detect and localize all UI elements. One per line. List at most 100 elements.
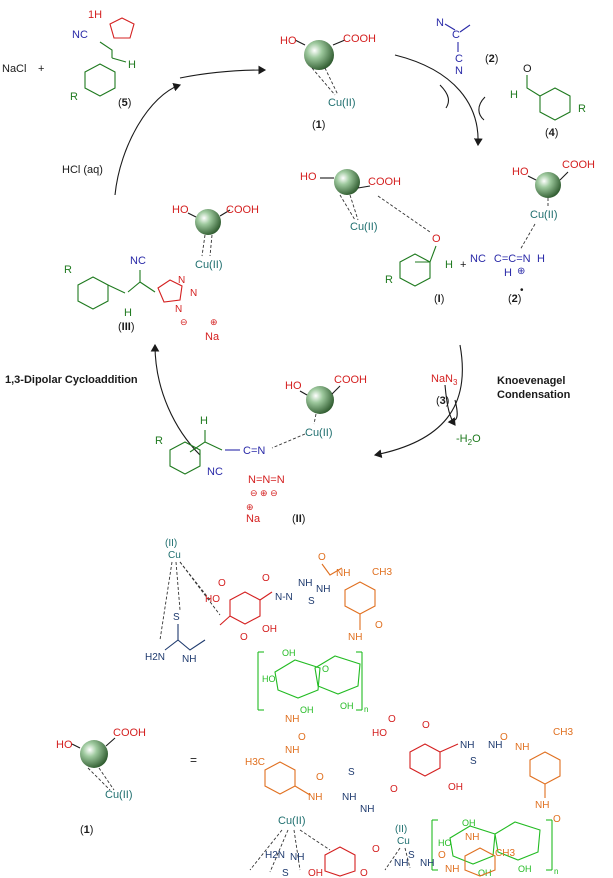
p5-label: (5) [118, 97, 131, 109]
svg-text:NCC=C=N: NCC=C=N [470, 253, 531, 265]
svg-text:(II): (II) [165, 538, 177, 549]
svg-text:O: O [360, 868, 368, 878]
svg-text:OH: OH [262, 624, 277, 635]
svg-text:O: O [390, 784, 398, 795]
knoev-line1: Knoevenagel [497, 375, 565, 387]
svg-text:R: R [70, 91, 78, 103]
water-label: -H2O [456, 433, 481, 447]
r2-label: (2) [485, 53, 498, 65]
r2-n1: N [436, 17, 444, 29]
r3-label: (3) [436, 395, 449, 407]
svg-text:O: O [322, 664, 329, 674]
svg-text:NH: NH [515, 742, 529, 753]
svg-text:H3C: H3C [245, 757, 265, 768]
knoev-line2: Condensation [497, 389, 571, 401]
svg-text:Cu(II): Cu(II) [278, 815, 306, 827]
svg-text:O: O [388, 714, 396, 725]
svg-text:H: H [537, 253, 545, 265]
svg-text:•: • [520, 285, 524, 296]
svg-text:HO: HO [172, 204, 189, 216]
svg-text:OH: OH [308, 868, 323, 878]
svg-text:O: O [218, 578, 226, 589]
svg-text:O: O [240, 632, 248, 643]
svg-text:O: O [318, 552, 326, 563]
int-II-label: (II) [292, 513, 305, 525]
svg-text:O: O [553, 814, 561, 825]
svg-text:HO: HO [300, 171, 317, 183]
svg-text:N: N [455, 65, 463, 77]
svg-text:NH: NH [535, 800, 549, 811]
svg-text:Cu(II): Cu(II) [350, 221, 378, 233]
svg-text:OH: OH [478, 868, 492, 878]
hcl-label: HCl (aq) [62, 164, 103, 176]
svg-text:HO: HO [285, 380, 302, 392]
svg-text:HO: HO [262, 674, 276, 684]
int-I-label: (I) [434, 293, 444, 305]
catalyst-sphere-icon [80, 740, 108, 768]
svg-text:N: N [190, 288, 197, 299]
svg-text:NH: NH [420, 858, 434, 869]
cat-ho: HO [280, 35, 297, 47]
svg-text:NH: NH [465, 832, 479, 843]
svg-text:N: N [178, 275, 185, 286]
svg-text:R: R [155, 435, 163, 447]
svg-text:S: S [282, 868, 289, 878]
svg-text:NH: NH [488, 740, 502, 751]
svg-text:O: O [432, 233, 441, 245]
svg-text:(II): (II) [395, 824, 407, 835]
svg-text:NH: NH [460, 740, 474, 751]
svg-text:O: O [372, 844, 380, 855]
svg-text:O: O [422, 720, 430, 731]
svg-text:S: S [348, 767, 355, 778]
svg-text:CH3: CH3 [553, 727, 573, 738]
svg-text:Cu: Cu [168, 550, 181, 561]
svg-text:Cu(II): Cu(II) [105, 789, 133, 801]
catalyst-sphere-icon [334, 169, 360, 195]
cat-cu: Cu(II) [328, 97, 356, 109]
cycle-arrows [114, 54, 486, 459]
svg-text:NH: NH [182, 654, 196, 665]
svg-text:n: n [364, 705, 368, 714]
svg-text:N=N=N: N=N=N [248, 474, 285, 486]
svg-text:O: O [316, 772, 324, 783]
svg-text:H: H [510, 89, 518, 101]
svg-text:S: S [470, 756, 477, 767]
svg-text:HO: HO [205, 594, 220, 605]
svg-text:⊖ ⊕ ⊖: ⊖ ⊕ ⊖ [250, 488, 278, 498]
svg-text:CH3: CH3 [372, 567, 392, 578]
equals-sign: = [190, 753, 197, 767]
cat-cooh: COOH [343, 33, 376, 45]
svg-text:COOH: COOH [562, 159, 595, 171]
svg-text:+: + [460, 259, 466, 271]
svg-text:S: S [408, 850, 415, 861]
svg-text:NC: NC [72, 29, 88, 41]
svg-text:COOH: COOH [113, 727, 146, 739]
catalyst-sphere-icon [304, 40, 334, 70]
nacl: NaCl [2, 63, 26, 75]
svg-text:C=N: C=N [243, 445, 265, 457]
svg-text:NH: NH [360, 804, 374, 815]
svg-text:NH: NH [336, 568, 350, 579]
svg-text:O: O [523, 63, 532, 75]
svg-text:R: R [64, 264, 72, 276]
svg-text:O: O [298, 732, 306, 743]
svg-text:O: O [500, 732, 508, 743]
svg-text:HO: HO [512, 166, 529, 178]
svg-text:C: C [452, 29, 460, 41]
svg-text:OH: OH [462, 818, 476, 828]
svg-text:COOH: COOH [334, 374, 367, 386]
svg-text:Na: Na [205, 331, 220, 343]
svg-text:NH: NH [394, 858, 408, 869]
svg-text:NH: NH [342, 792, 356, 803]
svg-text:S: S [308, 596, 315, 607]
svg-text:HO: HO [56, 739, 73, 751]
svg-text:H: H [128, 59, 136, 71]
svg-text:HO: HO [438, 838, 452, 848]
svg-text:Cu: Cu [397, 836, 410, 847]
svg-text:N-N: N-N [275, 592, 293, 603]
nan3-label: NaN3 [431, 373, 458, 387]
svg-text:COOH: COOH [368, 176, 401, 188]
svg-text:H: H [445, 259, 453, 271]
